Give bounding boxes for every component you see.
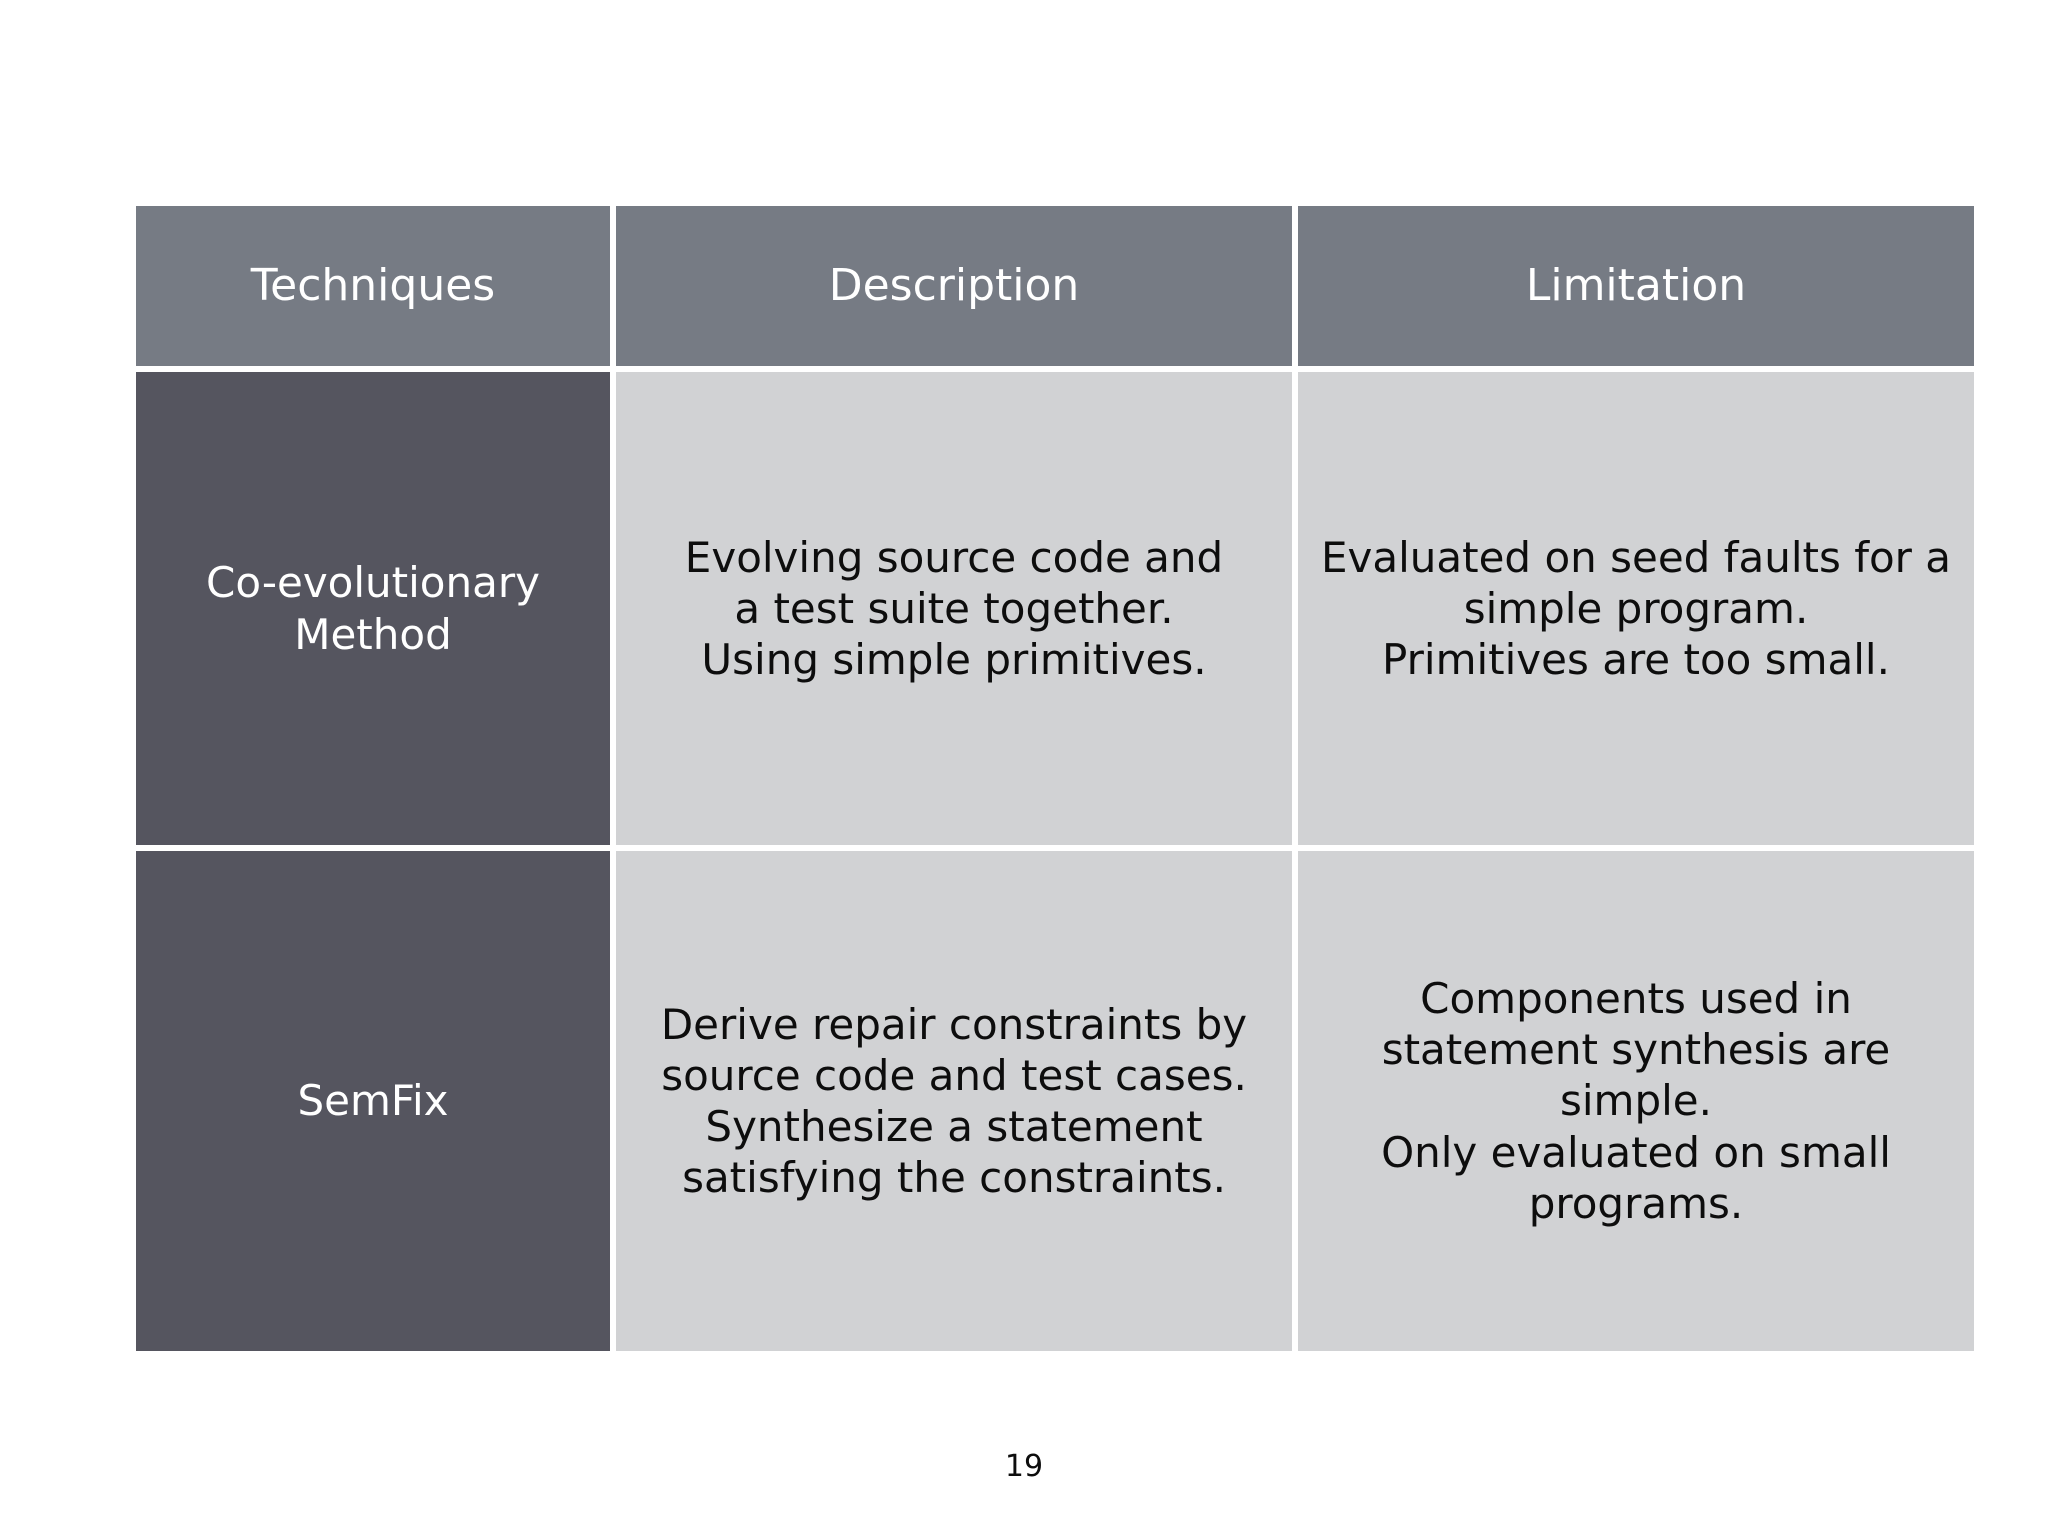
technique-name-lines: Co-evolutionary Method	[150, 557, 596, 659]
description-lines: Evolving source code and a test suite to…	[630, 532, 1278, 686]
text-line: a test suite together.	[734, 583, 1174, 633]
cell-technique-limitation: Evaluated on seed faults for a simple pr…	[1298, 372, 1974, 845]
cell-technique-limitation: Components used in statement synthesis a…	[1298, 851, 1974, 1351]
comparison-table-container: Techniques Description Limitation Co-evo…	[130, 200, 1974, 1357]
column-header-limitation: Limitation	[1298, 206, 1974, 366]
text-line: source code and test cases.	[661, 1050, 1247, 1100]
cell-technique-name: SemFix	[136, 851, 610, 1351]
page-number: 19	[1004, 1449, 1044, 1484]
table-body: Co-evolutionary Method Evolving source c…	[136, 372, 1974, 1351]
cell-technique-description: Derive repair constraints by source code…	[616, 851, 1292, 1351]
technique-name-lines: SemFix	[150, 1075, 596, 1126]
text-line: Primitives are too small.	[1382, 635, 1890, 685]
text-line: programs.	[1528, 1178, 1744, 1228]
text-line: statement synthesis are	[1381, 1025, 1891, 1075]
column-header-techniques: Techniques	[136, 206, 610, 366]
text-line: satisfying the constraints.	[682, 1153, 1226, 1203]
techniques-comparison-table: Techniques Description Limitation Co-evo…	[130, 200, 1980, 1357]
limitation-lines: Components used in statement synthesis a…	[1312, 973, 1960, 1229]
description-lines: Derive repair constraints by source code…	[630, 999, 1278, 1204]
text-line: Method	[294, 609, 452, 659]
text-line: Synthesize a statement	[705, 1102, 1203, 1151]
text-line: Only evaluated on small	[1381, 1127, 1891, 1177]
text-line: simple program.	[1463, 583, 1809, 633]
table-header-row: Techniques Description Limitation	[136, 206, 1974, 366]
column-header-description: Description	[616, 206, 1292, 366]
text-line: Co-evolutionary	[206, 558, 540, 608]
cell-technique-description: Evolving source code and a test suite to…	[616, 372, 1292, 845]
table-row: SemFix Derive repair constraints by sour…	[136, 851, 1974, 1351]
text-line: Evolving source code and	[684, 532, 1224, 582]
text-line: Components used in	[1420, 973, 1852, 1023]
text-line: Using simple primitives.	[701, 635, 1207, 685]
text-line: simple.	[1560, 1076, 1712, 1126]
text-line: Derive repair constraints by	[660, 999, 1248, 1049]
table-row: Co-evolutionary Method Evolving source c…	[136, 372, 1974, 845]
text-line: SemFix	[297, 1076, 449, 1126]
text-line: Evaluated on seed faults for a	[1320, 532, 1952, 582]
cell-technique-name: Co-evolutionary Method	[136, 372, 610, 845]
table-header: Techniques Description Limitation	[136, 206, 1974, 366]
limitation-lines: Evaluated on seed faults for a simple pr…	[1312, 532, 1960, 686]
